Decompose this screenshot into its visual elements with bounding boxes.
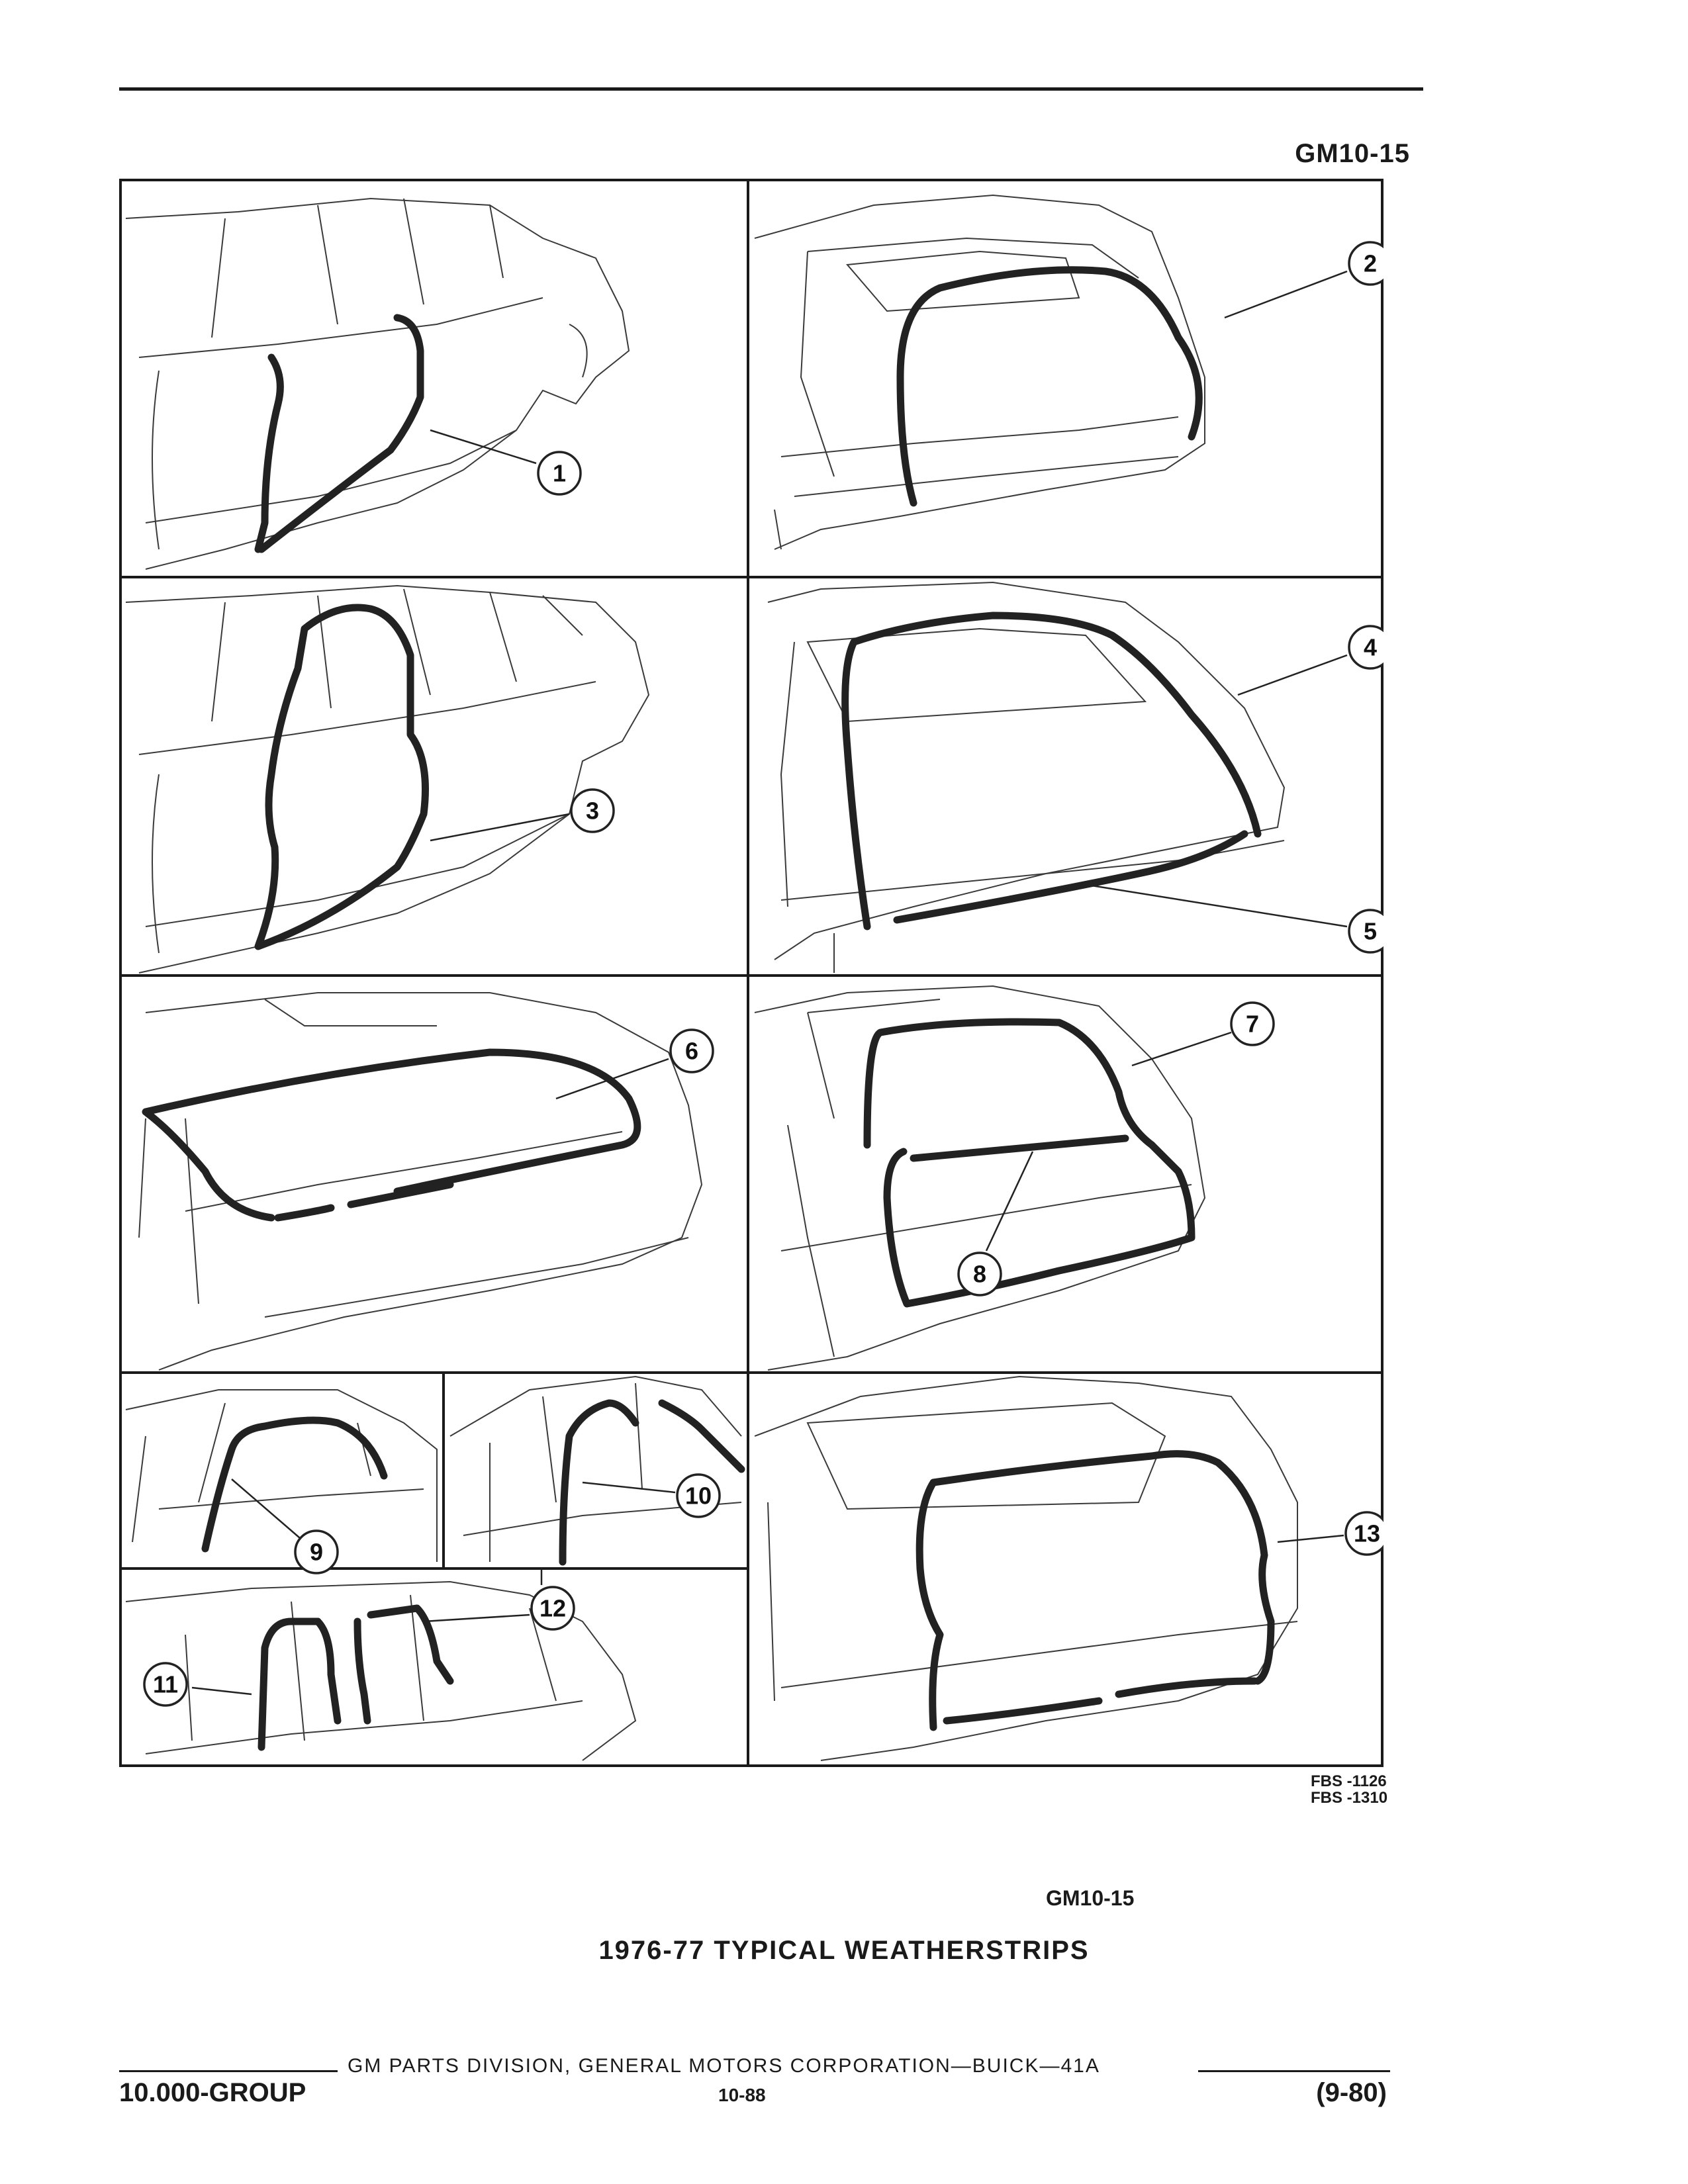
callout-6-label: 6 [685,1038,698,1065]
panel-13-wagon-liftgate [754,1375,1298,1761]
panel-7-8-wagon-tailgate [754,985,1206,1371]
weatherstrip-illustration: 1 2 3 4 [119,179,1383,1767]
footer-rule-left [119,2070,338,2072]
callout-5: 5 [1348,909,1383,954]
callout-10: 10 [676,1473,721,1518]
callout-11: 11 [143,1662,188,1707]
callout-2: 2 [1348,241,1383,286]
panel-9-window [125,1389,438,1562]
figure-reference: GM10-15 [1046,1886,1135,1910]
callout-6: 6 [669,1028,714,1073]
callout-3: 3 [570,788,615,833]
callout-4: 4 [1348,625,1383,670]
footer-page-number: 10-88 [718,2085,766,2105]
figure-title: 1976-77 TYPICAL WEATHERSTRIPS [598,1936,1090,1965]
callout-10-label: 10 [685,1482,712,1510]
callout-3-label: 3 [586,797,599,825]
callout-7-label: 7 [1246,1011,1259,1038]
callout-12-label: 12 [539,1595,566,1622]
panel-2-wagon-tailgate [754,194,1205,550]
page-code: GM10-15 [1295,139,1410,168]
panel-4-5-wagon-liftgate [767,581,1286,973]
header-rule [119,87,1423,91]
callout-11-label: 11 [153,1671,178,1698]
footer-rule-right [1198,2070,1390,2072]
footer-group: 10.000-GROUP [119,2078,306,2107]
callout-13-label: 13 [1354,1520,1380,1547]
panel-3-wagon-door [125,584,650,974]
callout-13: 13 [1344,1511,1383,1556]
panel-6-trunk [138,992,703,1371]
art-ref-2: FBS -1310 [1311,1789,1388,1807]
callout-2-label: 2 [1364,250,1377,277]
panel-grid [119,179,1383,1767]
panel-10-window [449,1375,745,1566]
art-ref-1: FBS -1126 [1311,1772,1387,1790]
callout-7: 7 [1230,1001,1275,1046]
callout-9: 9 [294,1529,339,1574]
footer-date: (9-80) [1316,2078,1387,2107]
callout-12: 12 [530,1586,575,1631]
panel-11-12-wagon-side [125,1580,637,1761]
callout-4-label: 4 [1364,634,1377,661]
footer-corporation: GM PARTS DIVISION, GENERAL MOTORS CORPOR… [348,2055,1100,2077]
callout-1-label: 1 [553,460,566,487]
callout-5-label: 5 [1364,918,1377,945]
callout-8-label: 8 [973,1261,986,1288]
callout-8: 8 [957,1251,1002,1297]
callout-9-label: 9 [310,1539,323,1566]
panel-1-sedan-door [125,197,630,570]
callout-1: 1 [537,451,582,496]
